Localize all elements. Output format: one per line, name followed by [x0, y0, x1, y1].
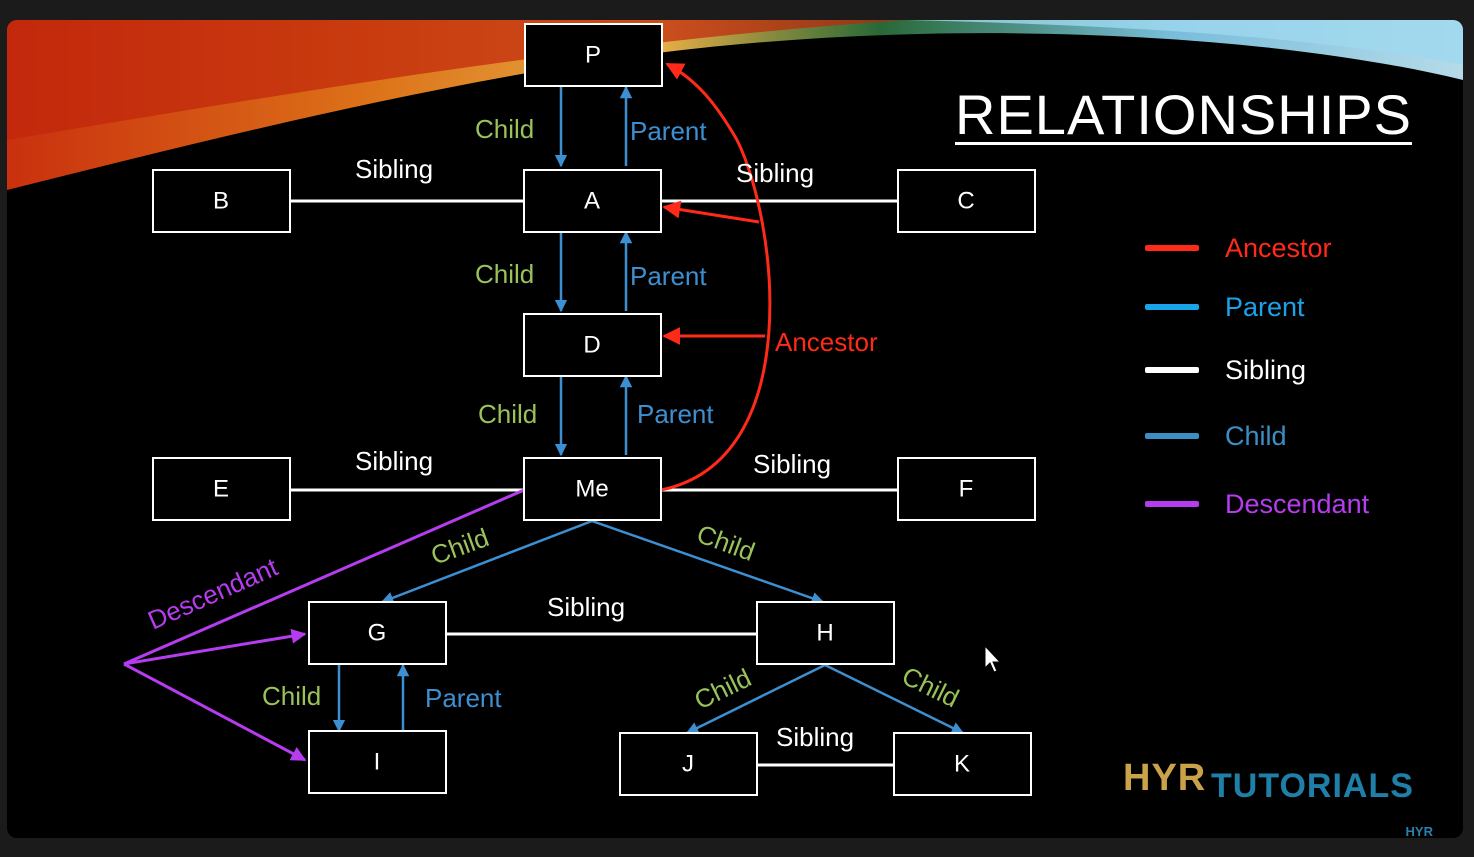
legend-swatch — [1145, 433, 1199, 439]
node-label: D — [583, 332, 600, 359]
node-label: F — [959, 476, 974, 503]
legend-swatch — [1145, 501, 1199, 507]
node-e: E — [152, 457, 291, 521]
descendant-arrow-g — [123, 628, 307, 666]
label-parent: Parent — [630, 261, 707, 291]
node-f: F — [897, 457, 1036, 521]
legend-label: Descendant — [1225, 489, 1370, 519]
descendant-line-me — [123, 488, 525, 666]
node-h: H — [756, 601, 895, 665]
node-me: Me — [523, 457, 662, 521]
label-parent: Parent — [425, 683, 502, 713]
legend-item-child: Child — [1145, 418, 1463, 454]
label-parent: Parent — [630, 116, 707, 146]
legend-label: Sibling — [1225, 355, 1307, 385]
node-c: C — [897, 169, 1036, 233]
descendant-arrow-i — [123, 662, 307, 762]
node-label: B — [213, 188, 229, 215]
node-j: J — [619, 732, 758, 796]
child-arrow-h-j — [685, 663, 826, 735]
legend-swatch — [1145, 245, 1199, 251]
label-child: Child — [262, 681, 321, 711]
descendant-arrows — [123, 488, 525, 762]
legend-label: Ancestor — [1225, 233, 1332, 263]
node-label: I — [374, 749, 381, 776]
relationship-diagram: P A B C D Me E F G H I J K Child Parent … — [7, 20, 1463, 796]
label-parent: Parent — [637, 399, 714, 429]
node-label: Me — [575, 476, 608, 503]
label-descendant: Descendant — [143, 551, 283, 635]
slide: P A B C D Me E F G H I J K Child Parent … — [7, 20, 1463, 838]
node-label: A — [584, 188, 600, 215]
legend-swatch — [1145, 367, 1199, 373]
ancestor-arrows — [660, 62, 772, 492]
label-sibling: Sibling — [547, 592, 625, 622]
logo-tutorials-text: TUTORIALS — [1211, 767, 1414, 805]
node-label: G — [368, 620, 387, 647]
node-label: H — [816, 620, 833, 647]
child-parent-arrows — [332, 85, 965, 735]
node-d: D — [523, 313, 662, 377]
label-sibling: Sibling — [355, 154, 433, 184]
child-arrow-me-g — [380, 519, 593, 604]
ancestor-arrow-me-p — [660, 62, 772, 492]
legend-item-ancestor: Ancestor — [1145, 230, 1463, 266]
legend-item-sibling: Sibling — [1145, 352, 1463, 388]
decorative-swoosh — [7, 20, 1463, 190]
cursor-icon — [984, 644, 1002, 673]
node-label: J — [682, 751, 694, 778]
child-arrow-h-k — [824, 663, 965, 735]
node-i: I — [308, 730, 447, 794]
node-label: C — [957, 188, 974, 215]
sibling-lines — [290, 199, 898, 767]
node-label: P — [585, 42, 601, 69]
node-a: A — [523, 169, 662, 233]
logo-hyr-text: HYR — [1123, 757, 1207, 799]
label-sibling: Sibling — [355, 446, 433, 476]
node-label: E — [213, 476, 229, 503]
legend-label: Parent — [1225, 292, 1305, 322]
legend-item-parent: Parent — [1145, 289, 1463, 325]
node-k: K — [893, 732, 1032, 796]
label-child: Child — [689, 662, 755, 715]
hyr-tutorials-logo: HYR TUTORIALS HYR — [1123, 747, 1453, 838]
label-sibling: Sibling — [776, 722, 854, 752]
label-sibling: Sibling — [753, 449, 831, 479]
label-child: Child — [475, 259, 534, 289]
legend-item-descendant: Descendant — [1145, 486, 1463, 522]
logo-small-text: HYR — [1405, 824, 1433, 838]
legend-label: Child — [1225, 421, 1287, 451]
ancestor-arrow-a — [662, 200, 760, 224]
child-arrow-me-h — [591, 519, 825, 605]
slide-title: RELATIONSHIPS — [955, 83, 1412, 146]
label-child: Child — [475, 114, 534, 144]
node-label: K — [954, 751, 970, 778]
node-b: B — [152, 169, 291, 233]
label-sibling: Sibling — [736, 158, 814, 188]
nodes: P A B C D Me E F G H I J K — [152, 23, 1036, 796]
node-g: G — [308, 601, 447, 665]
label-ancestor: Ancestor — [775, 327, 878, 357]
node-p: P — [524, 23, 663, 87]
label-child: Child — [478, 399, 537, 429]
legend-swatch — [1145, 304, 1199, 310]
